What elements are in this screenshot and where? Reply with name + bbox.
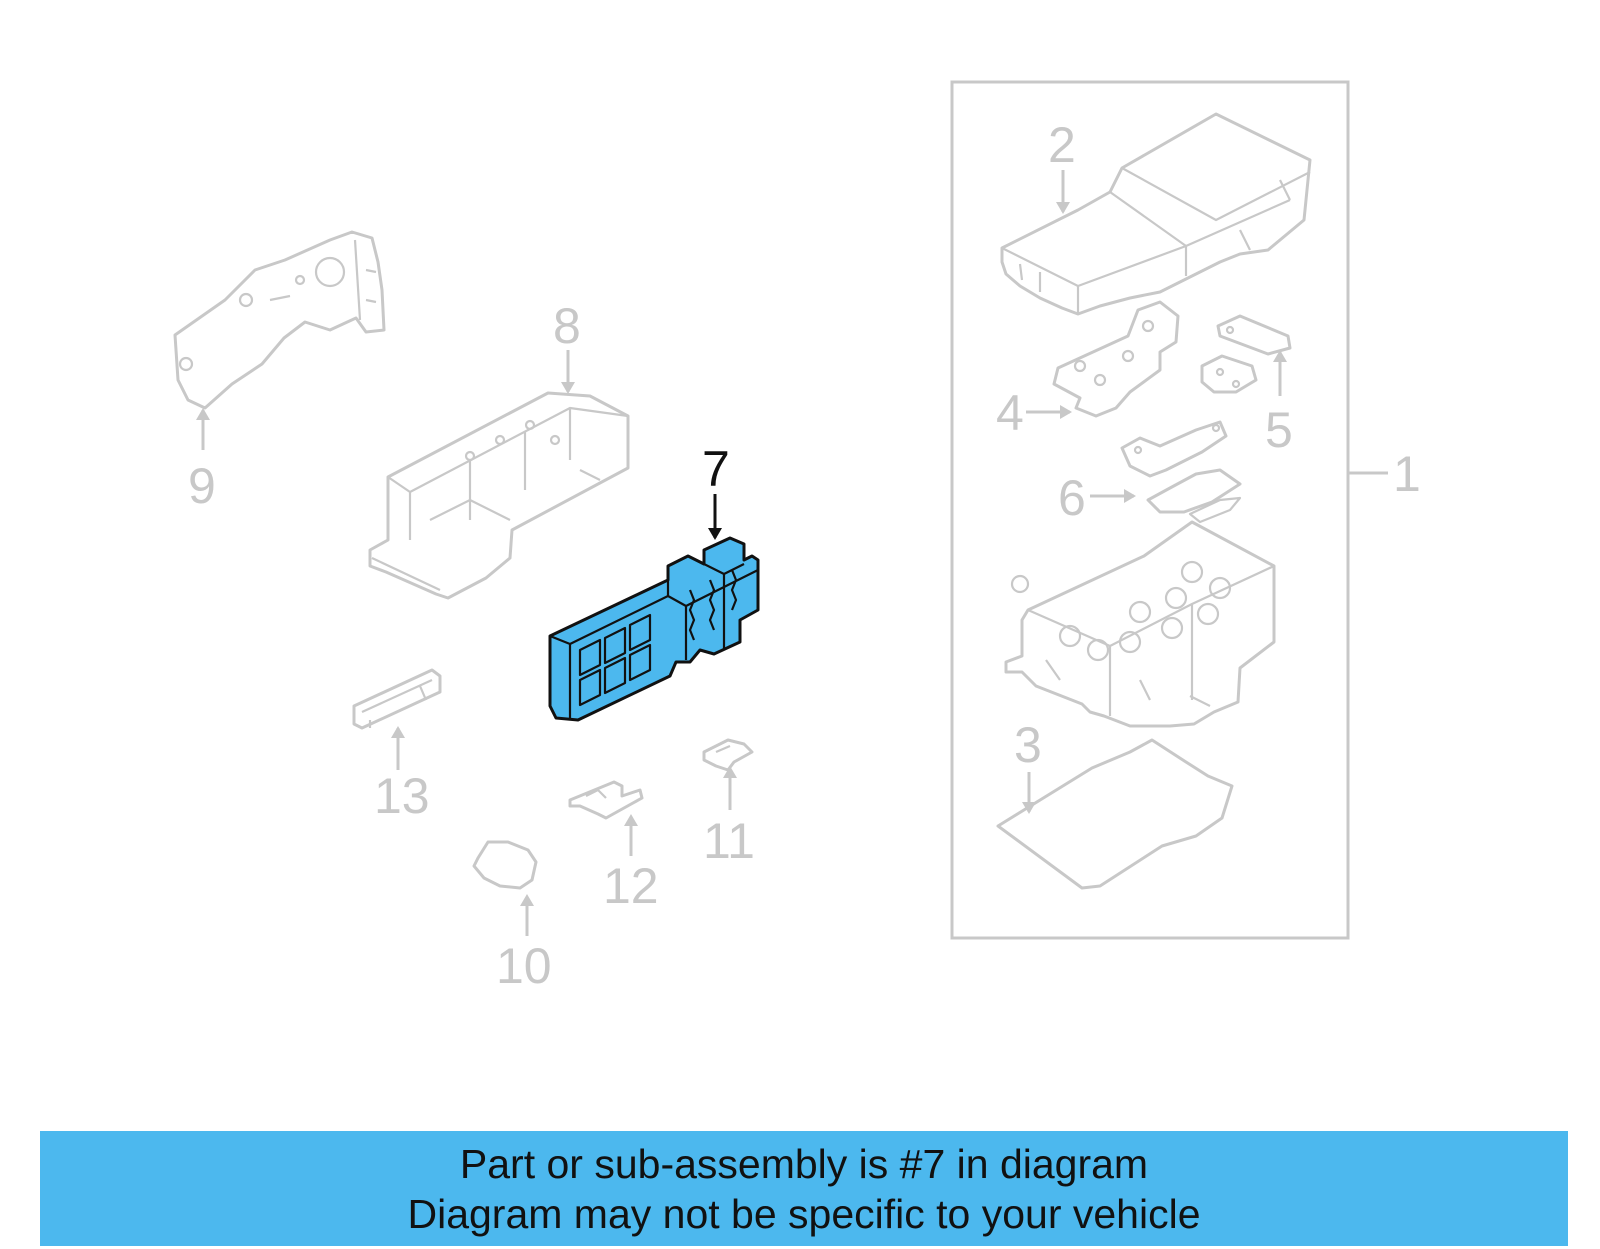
callout-10: 10	[496, 938, 552, 994]
callout-6: 6	[1058, 470, 1086, 526]
part-13-clip	[352, 668, 442, 730]
info-banner: Part or sub-assembly is #7 in diagram Di…	[40, 1131, 1568, 1246]
callout-7: 7	[702, 441, 730, 497]
part-3-plate	[996, 738, 1234, 890]
callout-5: 5	[1265, 402, 1293, 458]
callout-13: 13	[374, 768, 430, 824]
part-10-cap	[472, 840, 538, 890]
assembly-box	[950, 80, 1350, 940]
callout-1: 1	[1393, 446, 1421, 502]
part-9-bracket	[173, 230, 386, 410]
banner-line-1: Part or sub-assembly is #7 in diagram	[459, 1140, 1149, 1187]
callout-4: 4	[996, 385, 1024, 441]
part-2-cover	[1000, 112, 1312, 316]
callout-11: 11	[703, 813, 755, 869]
part-5-plates	[1200, 314, 1292, 394]
part-7-highlighted	[548, 536, 760, 722]
banner-line-2: Diagram may not be specific to your vehi…	[407, 1190, 1201, 1237]
part-8-frame	[368, 391, 630, 600]
callout-3: 3	[1014, 717, 1042, 773]
part-4-plate	[1052, 300, 1180, 418]
part-1-base	[1004, 520, 1276, 728]
callout-12: 12	[603, 858, 659, 914]
part-12-fuse	[568, 780, 644, 820]
callout-2: 2	[1048, 117, 1076, 173]
callout-9: 9	[188, 458, 216, 514]
callout-8: 8	[553, 298, 581, 354]
part-11-relay	[702, 738, 754, 772]
part-6-links	[1120, 420, 1242, 524]
